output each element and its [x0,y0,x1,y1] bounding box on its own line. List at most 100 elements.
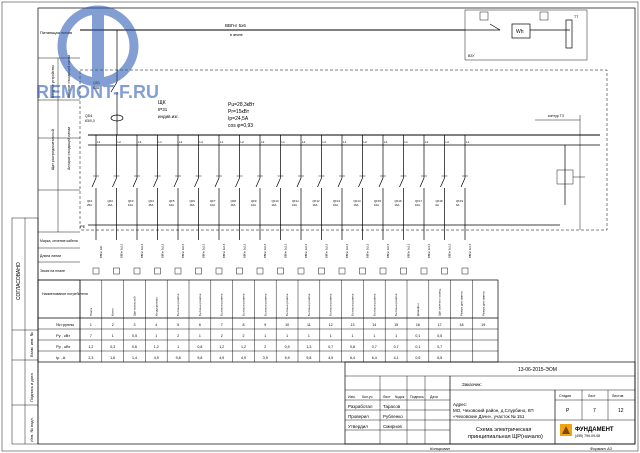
plan-sketch-mark [174,267,182,275]
consumer-name: Резерв для замены [481,291,485,316]
table-cell-pr: 0,7 [437,345,442,349]
role-approved: Утвердил [348,424,368,429]
consumer-name: Бытовые розетки [372,293,376,316]
plan-sketch-mark [215,267,223,275]
stage-value: Р [566,408,570,414]
meter-box [511,23,531,39]
consumer-name: Бытовые розетки [307,293,311,316]
table-cell-pr: 0,8 [350,345,355,349]
th-pu: Pу , кВт [56,333,70,338]
plan-sketch-mark [420,267,428,275]
feeder-rating: 6А [436,203,440,207]
table-cell-pu: 2 [177,334,179,338]
company-phone: (495) 799-09-08 [575,434,600,438]
company-logo [560,424,572,436]
th-pr: Pр , кВт [56,344,71,349]
consumer-name: Плита [89,308,93,316]
panel-mode: индив.изг. [158,114,179,119]
table-cell-pu: 1 [155,334,157,338]
plan-sketch-mark [133,267,141,275]
table-cell-groups: 15 [394,323,398,327]
feeder-id: QF18 [436,199,443,203]
feeder-rating: 16А [333,203,338,207]
feeder-cable-mark: ВВГнг 3х2,5 [345,243,349,258]
plan-sketch-mark [297,267,305,275]
table-cell-pu: 0,5 [437,334,442,338]
feeder-rating: 16А [395,203,400,207]
meter-ct: ТТ [574,15,579,19]
load-pr: Pr=15кВт [228,109,250,115]
label-outgoing-device-2: Аппарат отходящей линии [67,127,71,170]
plan-sketch-mark [236,267,243,275]
table-cell-groups: 9 [264,323,266,327]
consumer-name: Щит котельной [133,296,137,316]
feeder-rating: 16А [108,203,113,207]
label-feed-line: Питающая линия [40,30,72,35]
phase-label: L3 [200,140,204,144]
label-line-length: Длина линии [40,254,61,258]
label-plan-sketch: Эскиз на плане [40,269,65,273]
table-cell-ir: 6,4 [372,356,377,360]
plan-sketch-mark [277,267,284,275]
sheet-value: 7 [593,408,596,414]
phase-label: L2 [302,140,306,144]
strip-soglasovano: СОГЛАСОВАНО [16,262,22,300]
consumer-name: Бытовые розетки [263,293,267,316]
address-line1: МО, Чеховский район, д.Слурбино, КП [453,407,534,413]
table-cell-ir: 5,9 [285,356,290,360]
feeder-cable-mark: ВВГнг 3х2,5 [202,243,206,258]
table-cell-pr: 2 [264,345,266,349]
stamp-col-izm: Изм. [348,395,356,399]
watermark-text: REMONT-F.RU [36,82,159,102]
feeder-cable-mark: ВВГнг 3х2,5 [386,243,390,258]
label-distribution-board: Щит распределительный [51,129,55,170]
table-cell-pr: 0,7 [328,345,333,349]
table-cell-groups: 3 [134,323,136,327]
phase-label: L3 [261,140,265,144]
stage-header: Стадия [559,394,571,398]
table-cell-pr: 0,1 [415,345,420,349]
phase-label: L3 [384,140,388,144]
table-cell-pr: 0,3 [110,345,115,349]
feeder-cable-mark: ВВГнг 3х1,5 [468,243,472,258]
meter-label: Wh [516,29,524,35]
watermark: REMONT-F.RU [36,5,159,102]
table-cell-ir: 2,3 [88,356,93,360]
table-cell-groups: 7 [221,323,223,327]
phase-label: L3 [446,140,450,144]
phase-label: L1 [282,140,286,144]
consumer-name: Резерв для замены [460,291,464,316]
name-approved: Смирнов [383,424,402,429]
phase-label: L1 [343,140,347,144]
rcd-name: QD4 [85,114,92,118]
copied-label: Копировал [430,446,451,451]
table-cell-pu: 2 [243,334,245,338]
table-cell-pr: 1,2 [219,345,224,349]
table-cell-ir: 3,9 [263,356,268,360]
role-checked: Проверил [348,414,369,419]
sheets-value: 12 [618,408,624,414]
plan-sketch-mark [400,267,407,275]
table-cell-groups: 8 [243,323,245,327]
strip-inv-podl: Инв. № подл. [29,417,34,442]
th-consumer: Наименование потребителя [42,292,88,296]
feeder-id: QF4 [149,199,155,203]
consumer-name: Домофон [416,303,420,316]
feeder-cable-mark: ВВГнг 3х2,5 [243,243,247,258]
table-cell-pr: 1 [177,345,179,349]
format-label: Формат А3 [590,446,613,451]
feeder-cable-mark: ВВГнг 3х1,5 [427,243,431,258]
role-developed: Разработал [348,404,373,409]
feeder-cable-mark: ВВГнг 3х2,5 [284,243,288,258]
th-ir: Iр , А [56,355,66,360]
